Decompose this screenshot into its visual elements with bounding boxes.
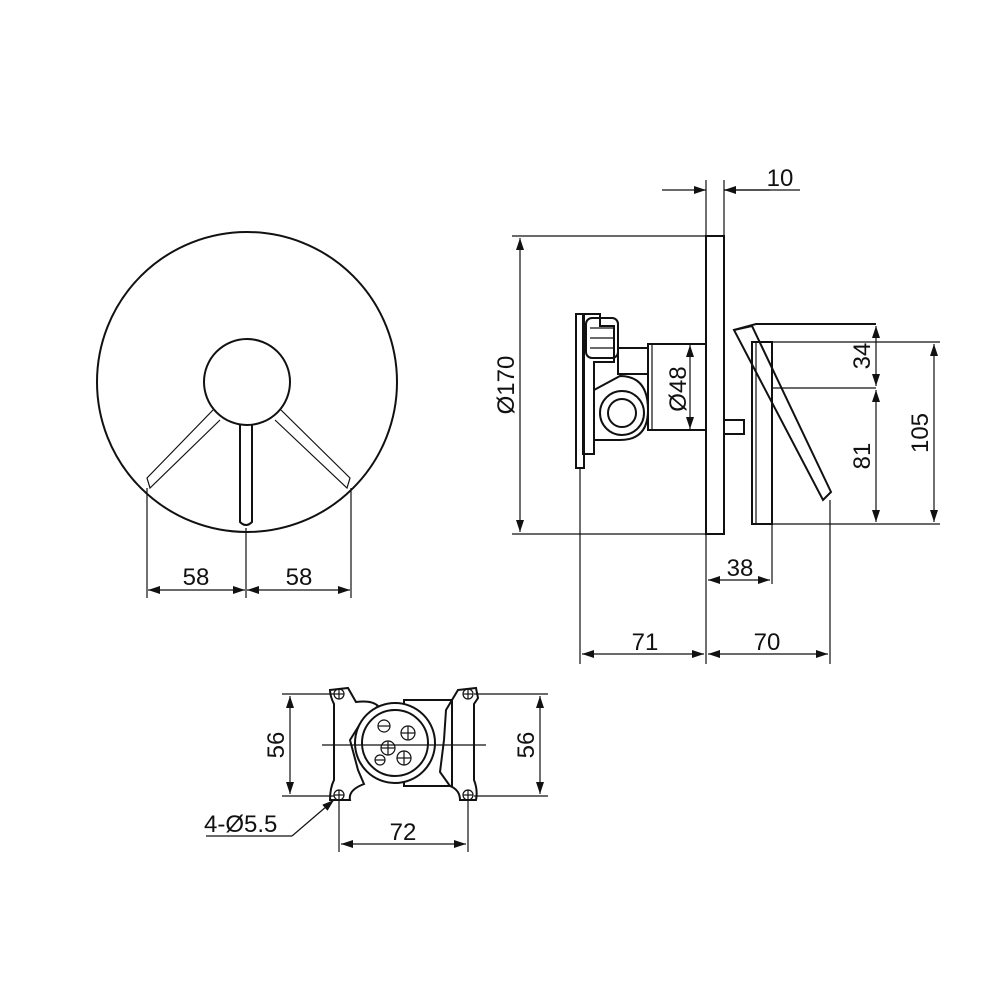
trim-sleeve xyxy=(723,419,745,435)
dim-depth-front: 70 xyxy=(754,629,781,656)
left-swing-position xyxy=(146,409,221,490)
dim-plate-thickness: 10 xyxy=(767,165,794,192)
front-view: 58 58 xyxy=(96,231,398,598)
dim-plate-diameter: Ø170 xyxy=(493,356,520,415)
dim-height-right: 56 xyxy=(513,732,540,759)
cover-plate-outline xyxy=(96,231,398,533)
body-connector xyxy=(617,347,649,375)
dim-lever-lower: 81 xyxy=(849,443,876,470)
dim-body-diameter: Ø48 xyxy=(665,366,692,411)
dim-right-label: 58 xyxy=(286,564,313,591)
bracket-view: 56 56 72 4-Ø5.5 xyxy=(204,686,548,852)
right-swing-position xyxy=(274,409,351,490)
handle-hub xyxy=(203,338,291,426)
housing-top-cap xyxy=(585,317,619,359)
valve-core-outer xyxy=(354,702,436,784)
dim-hole-spacing: 72 xyxy=(390,819,417,846)
lever-side xyxy=(732,324,833,502)
dim-holes: 4-Ø5.5 xyxy=(204,811,277,838)
dim-height-left: 56 xyxy=(263,732,290,759)
valve-core-inner xyxy=(361,709,429,777)
dim-lever-total: 105 xyxy=(907,413,934,453)
leader-arrow xyxy=(291,799,335,837)
handle-lever xyxy=(239,424,253,526)
outlet-bore-outer xyxy=(599,390,645,436)
cover-plate-side xyxy=(705,235,725,535)
outlet-bore-inner xyxy=(607,398,637,428)
valve-housing xyxy=(582,313,615,455)
dim-lever-top: 34 xyxy=(849,343,876,370)
dim-depth-back: 71 xyxy=(632,629,659,656)
bracket-right-wing xyxy=(438,686,480,801)
lever-top xyxy=(733,323,876,331)
valve-outlet xyxy=(593,374,650,441)
valve-ports xyxy=(374,719,416,766)
side-view: 10 Ø170 Ø48 34 81 105 38 71 70 xyxy=(493,165,940,664)
dim-lever-depth: 38 xyxy=(727,555,754,582)
bracket-left-wing xyxy=(328,686,380,801)
dim-left-label: 58 xyxy=(183,564,210,591)
